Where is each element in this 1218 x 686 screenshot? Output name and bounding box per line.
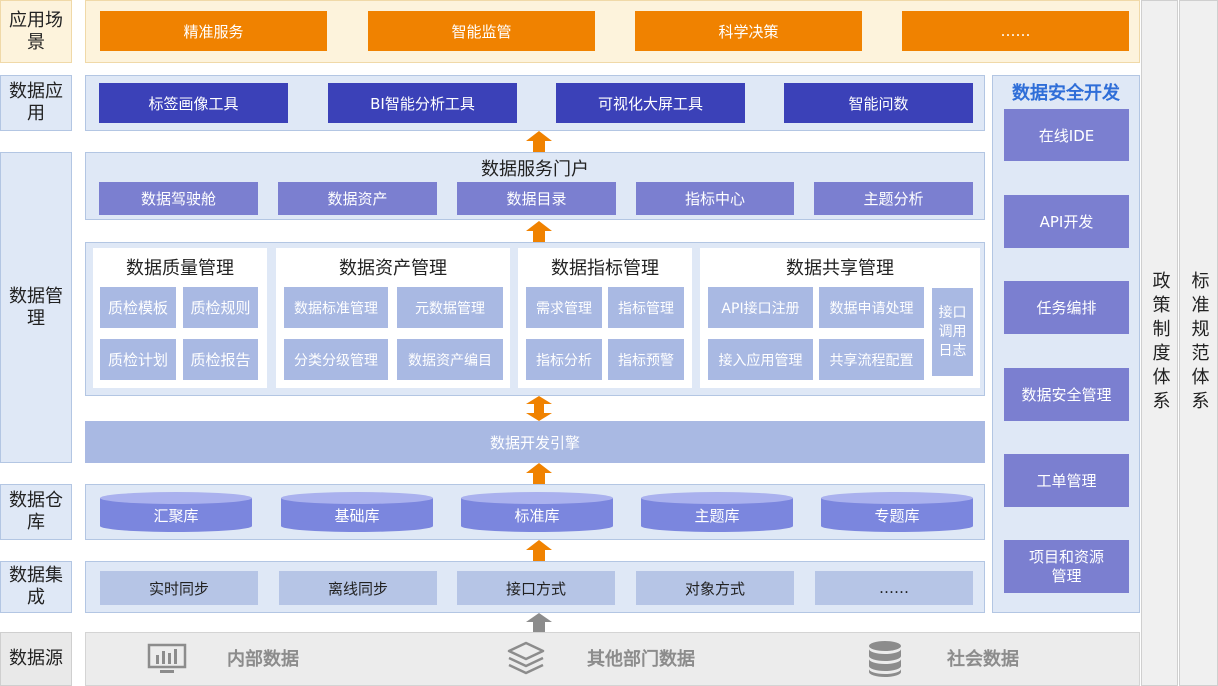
database-label: 基础库 — [334, 507, 380, 525]
row-label-integration: 数据集成 — [0, 561, 72, 613]
row-label-source: 数据源 — [0, 632, 72, 686]
database-label: 汇聚库 — [153, 507, 199, 525]
source-label: 社会数据 — [947, 649, 1019, 670]
database-label: 标准库 — [514, 507, 560, 525]
database-cylinder: 标准库 — [461, 492, 613, 532]
standard-column-text-wrap: 标准规范体系 — [1179, 0, 1218, 686]
scene-item: …… — [902, 11, 1129, 51]
scene-item: 智能监管 — [368, 11, 595, 51]
integration-item: …… — [815, 571, 973, 605]
arrow-up-icon — [526, 221, 552, 242]
indicator-item: 指标预警 — [608, 339, 684, 380]
security-item: 任务编排 — [1004, 281, 1129, 334]
arrow-up-icon — [526, 540, 552, 561]
app-item: 智能问数 — [784, 83, 973, 123]
source-label: 内部数据 — [227, 649, 299, 670]
portal-item: 数据目录 — [457, 182, 616, 215]
share-item: 数据申请处理 — [819, 287, 924, 328]
share-log-item: 接口调用日志 — [932, 288, 973, 376]
portal-item: 主题分析 — [814, 182, 973, 215]
asset-title: 数据资产管理 — [339, 258, 447, 279]
indicator-item: 指标管理 — [608, 287, 684, 328]
security-panel — [992, 75, 1140, 613]
database-cylinder: 专题库 — [821, 492, 973, 532]
quality-title: 数据质量管理 — [126, 258, 234, 279]
asset-item: 分类分级管理 — [284, 339, 388, 380]
database-label: 主题库 — [694, 507, 740, 525]
row-label-warehouse: 数据仓库 — [0, 484, 72, 540]
arrow-up-down-icon — [526, 396, 552, 421]
database-cylinder: 汇聚库 — [100, 492, 252, 532]
indicator-item: 需求管理 — [526, 287, 602, 328]
portal-item: 数据资产 — [278, 182, 437, 215]
security-item: 数据安全管理 — [1004, 368, 1129, 421]
integration-item: 接口方式 — [457, 571, 615, 605]
policy-label: 政策制度体系 — [1149, 271, 1171, 415]
portal-title: 数据服务门户 — [481, 159, 589, 180]
portal-item: 指标中心 — [636, 182, 794, 215]
asset-item: 数据标准管理 — [284, 287, 388, 328]
layers-icon — [507, 641, 545, 675]
source-label: 其他部门数据 — [587, 649, 695, 670]
integration-item: 对象方式 — [636, 571, 794, 605]
arrow-up-icon — [526, 131, 552, 152]
quality-item: 质检计划 — [100, 339, 176, 380]
arrow-up-icon — [526, 463, 552, 484]
security-item: 在线IDE — [1004, 109, 1129, 161]
security-item: 项目和资源管理 — [1004, 540, 1129, 593]
row-label-scene: 应用场景 — [0, 0, 72, 63]
standard-label: 标准规范体系 — [1188, 271, 1210, 415]
indicator-item: 指标分析 — [526, 339, 602, 380]
policy-column-text-wrap: 政策制度体系 — [1141, 0, 1178, 686]
security-title: 数据安全开发 — [1012, 83, 1120, 104]
share-item: 接入应用管理 — [708, 339, 813, 380]
policy-column — [1141, 0, 1178, 686]
row-label-mgmt: 数据管理 — [0, 152, 72, 463]
share-item: API接口注册 — [708, 287, 813, 328]
row-label-app: 数据应用 — [0, 75, 72, 131]
quality-item: 质检规则 — [183, 287, 258, 328]
integration-item: 离线同步 — [279, 571, 437, 605]
database-cylinder: 主题库 — [641, 492, 793, 532]
arrow-up-icon — [526, 613, 552, 632]
database-icon — [869, 641, 901, 677]
app-item: 可视化大屏工具 — [556, 83, 745, 123]
scene-item: 科学决策 — [635, 11, 862, 51]
scene-item: 精准服务 — [100, 11, 327, 51]
app-item: 标签画像工具 — [99, 83, 288, 123]
dev-engine: 数据开发引擎 — [85, 421, 985, 463]
security-item: 工单管理 — [1004, 454, 1129, 507]
integration-item: 实时同步 — [100, 571, 258, 605]
database-cylinder: 基础库 — [281, 492, 433, 532]
database-label: 专题库 — [874, 507, 920, 525]
asset-item: 数据资产编目 — [397, 339, 503, 380]
quality-item: 质检报告 — [183, 339, 258, 380]
monitor-chart-icon — [147, 643, 187, 673]
quality-item: 质检模板 — [100, 287, 176, 328]
asset-item: 元数据管理 — [397, 287, 503, 328]
share-item: 共享流程配置 — [819, 339, 924, 380]
source-panel — [85, 632, 1140, 686]
indicator-title: 数据指标管理 — [551, 258, 659, 279]
portal-item: 数据驾驶舱 — [99, 182, 258, 215]
app-item: BI智能分析工具 — [328, 83, 517, 123]
security-item: API开发 — [1004, 195, 1129, 248]
share-title: 数据共享管理 — [786, 258, 894, 279]
